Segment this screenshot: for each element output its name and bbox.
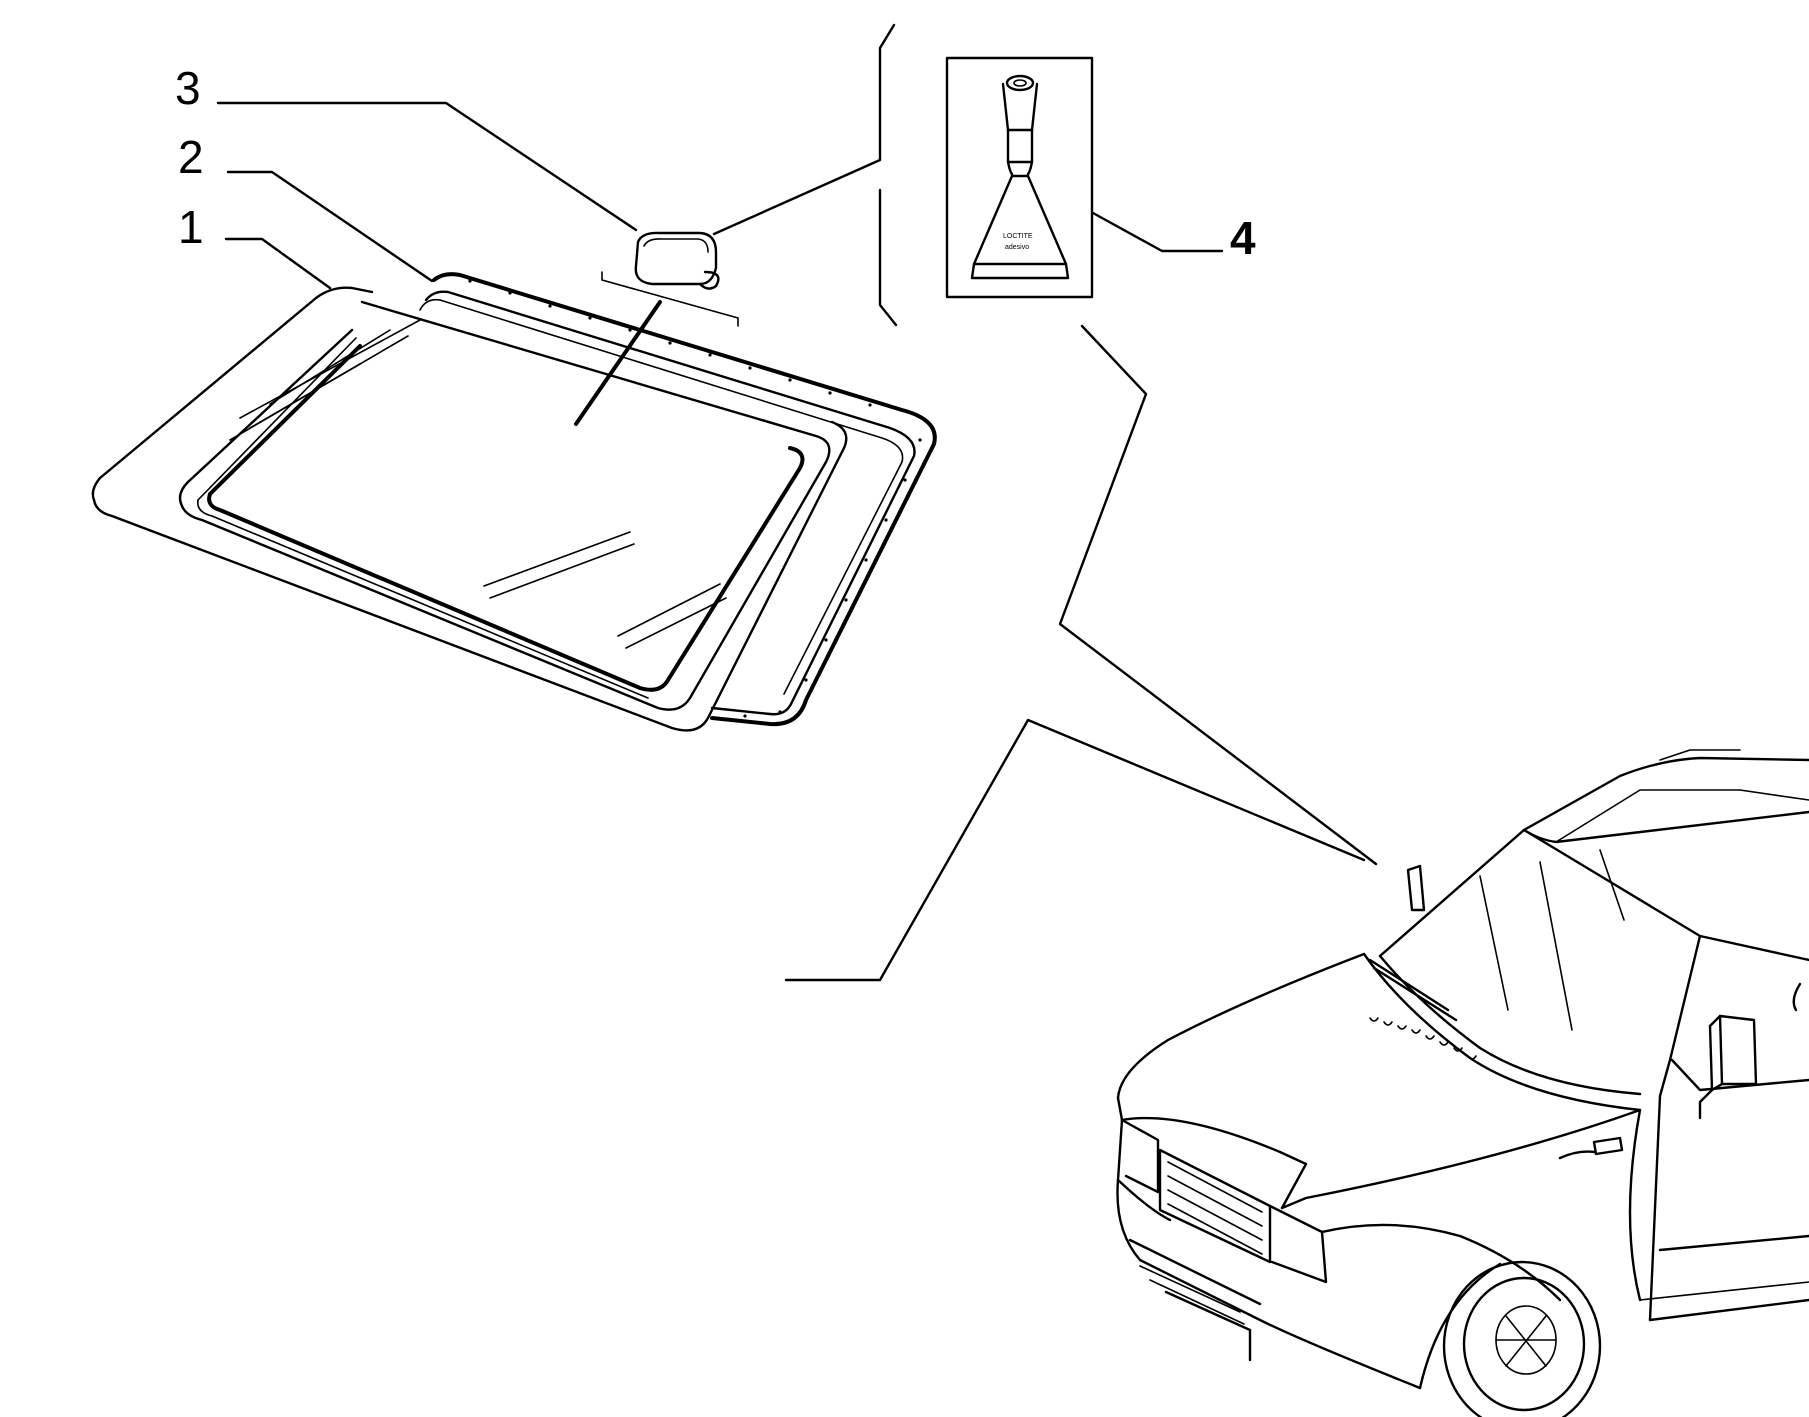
leader-line-1 bbox=[224, 237, 332, 290]
car-leader-lines bbox=[784, 324, 1378, 982]
vehicle-illustration bbox=[1116, 749, 1809, 1417]
leader-line-2 bbox=[226, 170, 434, 283]
callout-2: 2 bbox=[178, 131, 204, 183]
callout-4: 4 bbox=[1230, 212, 1256, 264]
group-bracket bbox=[712, 23, 898, 327]
leader-line-4 bbox=[1091, 211, 1224, 253]
windscreen-glass-part bbox=[91, 286, 848, 732]
callout-3: 3 bbox=[175, 62, 201, 114]
mirror-base-part bbox=[574, 231, 739, 426]
windscreen-seal-part bbox=[419, 272, 937, 727]
tube-brand-text: LOCTITE bbox=[1003, 233, 1033, 240]
tube-label-text: adesivo bbox=[1005, 244, 1029, 251]
adhesive-tube-box: LOCTITE adesivo bbox=[945, 56, 1094, 299]
callout-1: 1 bbox=[178, 201, 204, 253]
leader-line-3 bbox=[216, 101, 638, 232]
